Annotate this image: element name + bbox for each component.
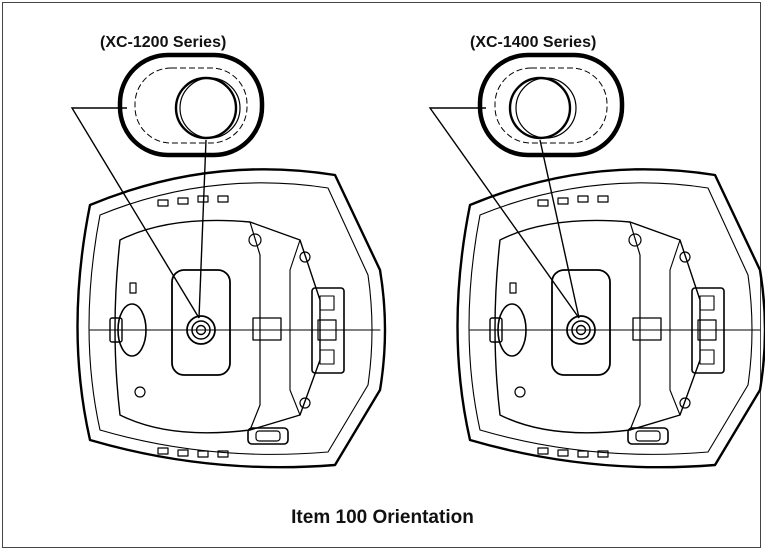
xc1200-unit	[70, 52, 387, 469]
xc1200-detail-callout	[117, 52, 265, 158]
xc1400-leader-line	[428, 107, 580, 319]
xc1200-series-label: (XC-1200 Series)	[100, 34, 227, 51]
xc1400-series-label: (XC-1400 Series)	[470, 34, 597, 51]
xc1400-detail-callout	[477, 52, 625, 158]
diagram-caption: Item 100 Orientation	[291, 507, 474, 528]
xc1400-unit	[428, 52, 765, 469]
xc1200-leader-line	[70, 107, 200, 319]
